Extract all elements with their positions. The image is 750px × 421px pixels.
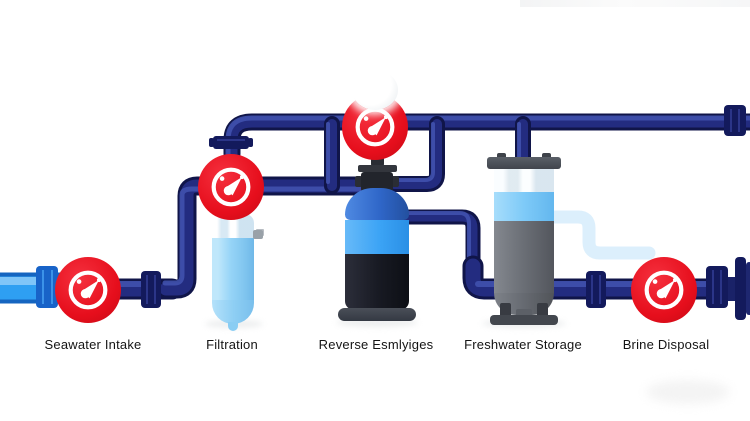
station-label-brine-disposal: Brine Disposal (622, 337, 710, 352)
station-label-freshwater-storage: Freshwater Storage (464, 337, 582, 352)
filtration-top-collar (209, 136, 253, 149)
ro-valve (355, 148, 399, 192)
filtration-body (212, 238, 254, 300)
storage-body (494, 221, 554, 293)
tee-pipe (324, 116, 340, 194)
storage-glass-top (494, 169, 554, 192)
filtration-drain-tip (228, 322, 238, 331)
filtration-side-port (253, 230, 263, 239)
feed-flange (141, 271, 161, 308)
ghost-pipe (545, 210, 656, 260)
lid-bolt (497, 153, 506, 160)
ro-base-plate (338, 308, 416, 321)
station-label-seawater-intake: Seawater Intake (44, 337, 142, 352)
gauge-icon (211, 167, 251, 207)
storage-leg (537, 303, 548, 318)
gauge-icon (644, 270, 684, 310)
product-pipe (392, 209, 750, 300)
storage-base-plate (490, 315, 558, 325)
filtration-vessel (212, 214, 263, 332)
brine-left-flange (586, 271, 606, 308)
ro-shadow (336, 318, 418, 327)
storage-drain-neck (516, 309, 532, 320)
gauge-orb-highlight (352, 70, 398, 110)
brine-right-flange (706, 266, 728, 308)
top-right-flange (724, 105, 746, 136)
disposal-end-fitting (728, 257, 750, 320)
pressure-gauge-reverse-osmosis (342, 94, 408, 160)
gauge-icon (355, 107, 395, 147)
gauge-icon (68, 270, 108, 310)
lid-bolt (542, 153, 551, 160)
filtration-bottom (212, 300, 254, 324)
storage-lid (487, 157, 561, 169)
pressure-gauge-filtration (198, 154, 264, 220)
ro-body (345, 254, 409, 310)
pressure-gauge-brine-disposal (631, 257, 697, 323)
top-header-pipe (223, 113, 750, 163)
storage-water-level (494, 192, 554, 221)
station-label-reverse-osmosis: Reverse Esmlyiges (318, 337, 434, 352)
top-right-faint-strip (520, 0, 750, 7)
bottom-right-shadow-blob (646, 380, 730, 404)
storage-leg (500, 303, 511, 318)
reverse-osmosis-unit (338, 188, 416, 323)
ro-band (345, 220, 409, 254)
ro-dome (345, 188, 409, 220)
storage-drop-pipe (515, 116, 531, 168)
pressure-gauge-seawater-intake (55, 257, 121, 323)
freshwater-storage-tank (487, 153, 561, 328)
intake-flange (36, 266, 58, 308)
ro-loop-pipe (386, 116, 445, 192)
station-label-filtration: Filtration (206, 337, 258, 352)
